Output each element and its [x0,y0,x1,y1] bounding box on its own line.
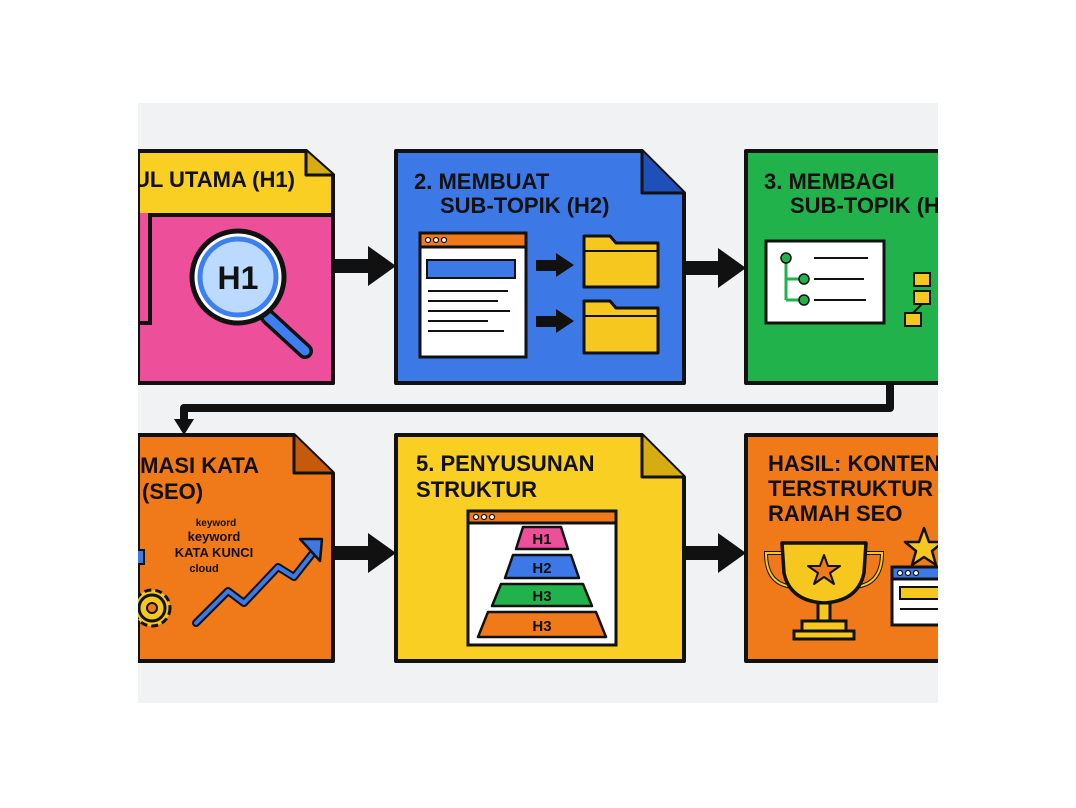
magnifier-icon [189,228,313,359]
arrow-5-to-6 [684,533,746,573]
step-4-title-line2: (SEO) [142,479,203,504]
cloud-word-2: keyword [188,529,241,544]
connector-arrow-3-to-4 [174,383,894,435]
step-6-title-line2: TERSTRUKTUR [768,476,933,501]
gear-icon [138,549,145,565]
step-3-title-line2: SUB-TOPIK (H [790,193,938,218]
cloud-word-4: cloud [189,563,218,575]
folder-icon [582,234,660,289]
hierarchy-blocks-icon [904,272,931,327]
h1-badge: H1 [218,260,259,296]
step-card-1: UL UTAMA (H1) H1 [138,149,335,385]
folder-icon [582,299,660,355]
diagram-canvas: UL UTAMA (H1) H1 2. MEMBUAT SUB-TOPIK (H… [138,103,938,703]
step-2-title-line1: 2. MEMBUAT [414,169,550,194]
browser-window-icon [418,231,528,359]
step-card-5: 5. PENYUSUNAN STRUKTUR H1 H2 H3 H3 [394,433,686,663]
pyramid-window-icon [466,509,618,647]
arrow-1-to-2 [334,246,396,286]
cloud-word-3: KATA KUNCI [175,545,253,560]
pyramid-level-2: H2 [532,560,551,577]
step-card-4: IMASI KATA (SEO) keyword keyword KATA KU… [138,433,335,663]
step-6-title-line3: RAMAH SEO [768,501,902,526]
step-3-title-line1: 3. MEMBAGI [764,169,895,194]
pyramid-level-1: H1 [532,531,551,548]
arrow-right-icon [536,253,574,277]
step-5-title-line2: STRUKTUR [416,477,537,502]
pyramid-level-3: H3 [532,588,551,605]
cloud-word-1: keyword [196,518,237,529]
step-card-3: 3. MEMBAGI SUB-TOPIK (H [744,149,938,385]
arrow-2-to-3 [684,248,746,288]
arrow-4-to-5 [334,533,396,573]
document-tree-icon [764,239,886,325]
step-4-title-line1: IMASI KATA [138,453,259,478]
step-6-title-line1: HASIL: KONTEN [768,451,938,476]
step-5-title-line1: 5. PENYUSUNAN [416,451,594,476]
gear-icon [138,588,172,628]
step-2-title-line2: SUB-TOPIK (H2) [440,193,610,218]
trend-up-arrow-icon [192,537,324,627]
trophy-icon [763,541,885,641]
step-card-2: 2. MEMBUAT SUB-TOPIK (H2) [394,149,686,385]
arrow-right-icon [536,309,574,333]
browser-window-icon [890,565,938,627]
step-card-6: HASIL: KONTEN TERSTRUKTUR RAMAH SEO [744,433,938,663]
step-1-title: UL UTAMA (H1) [138,167,295,192]
pyramid-level-4: H3 [532,618,551,635]
star-icon [903,526,938,567]
